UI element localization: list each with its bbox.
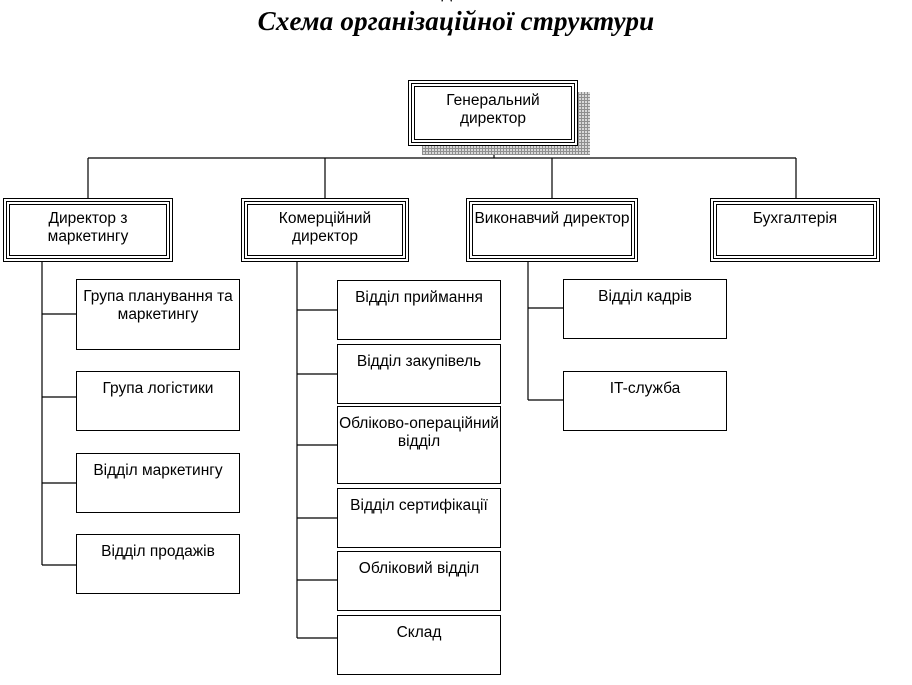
unit-box: Відділ сертифікації [337, 488, 501, 548]
unit-box: Обліковий відділ [337, 551, 501, 611]
unit-label: Обліковий відділ [358, 560, 480, 577]
unit-box: Відділ приймання [337, 280, 501, 340]
unit-box: Група планування та маркетингу [76, 279, 240, 350]
dept-commercial-director-box: Комерційний директор [241, 198, 409, 262]
unit-label: IT-служба [609, 380, 681, 397]
unit-label: Відділ продажів [101, 543, 215, 560]
unit-label: Група планування та маркетингу [83, 288, 233, 323]
unit-box: Відділ закупівель [337, 344, 501, 404]
unit-box: Відділ маркетингу [76, 453, 240, 513]
cropped-heading-fragment: ДО [433, 0, 473, 2]
unit-box: Група логістики [76, 371, 240, 431]
unit-label: Обліково-операційний відділ [339, 415, 499, 450]
dept-accounting-box: Бухгалтерія [710, 198, 880, 262]
dept-executive-director-box: Виконавчий директор [466, 198, 638, 262]
unit-label: Відділ приймання [355, 289, 483, 306]
unit-label: Склад [396, 624, 442, 641]
general-director-label: Генеральний директор [446, 92, 540, 127]
unit-label: Група логістики [102, 380, 214, 397]
dept-label: Бухгалтерія [752, 210, 838, 227]
unit-label: Відділ маркетингу [93, 462, 223, 479]
unit-box: Відділ продажів [76, 534, 240, 594]
unit-label: Відділ сертифікації [350, 497, 488, 514]
dept-label: Виконавчий директор [474, 210, 630, 227]
dept-label: Комерційний директор [278, 210, 372, 245]
unit-box: Склад [337, 615, 501, 675]
dept-label: Директор з маркетингу [47, 210, 129, 245]
unit-box: Обліково-операційний відділ [337, 406, 501, 484]
unit-label: Відділ закупівель [356, 353, 482, 370]
unit-box: IT-служба [563, 371, 727, 431]
diagram-title: Схема організаційної структури [257, 6, 655, 36]
dept-marketing-director-box: Директор з маркетингу [3, 198, 173, 262]
general-director-box: Генеральний директор [408, 80, 578, 146]
unit-label: Відділ кадрів [598, 288, 692, 305]
unit-box: Відділ кадрів [563, 279, 727, 339]
